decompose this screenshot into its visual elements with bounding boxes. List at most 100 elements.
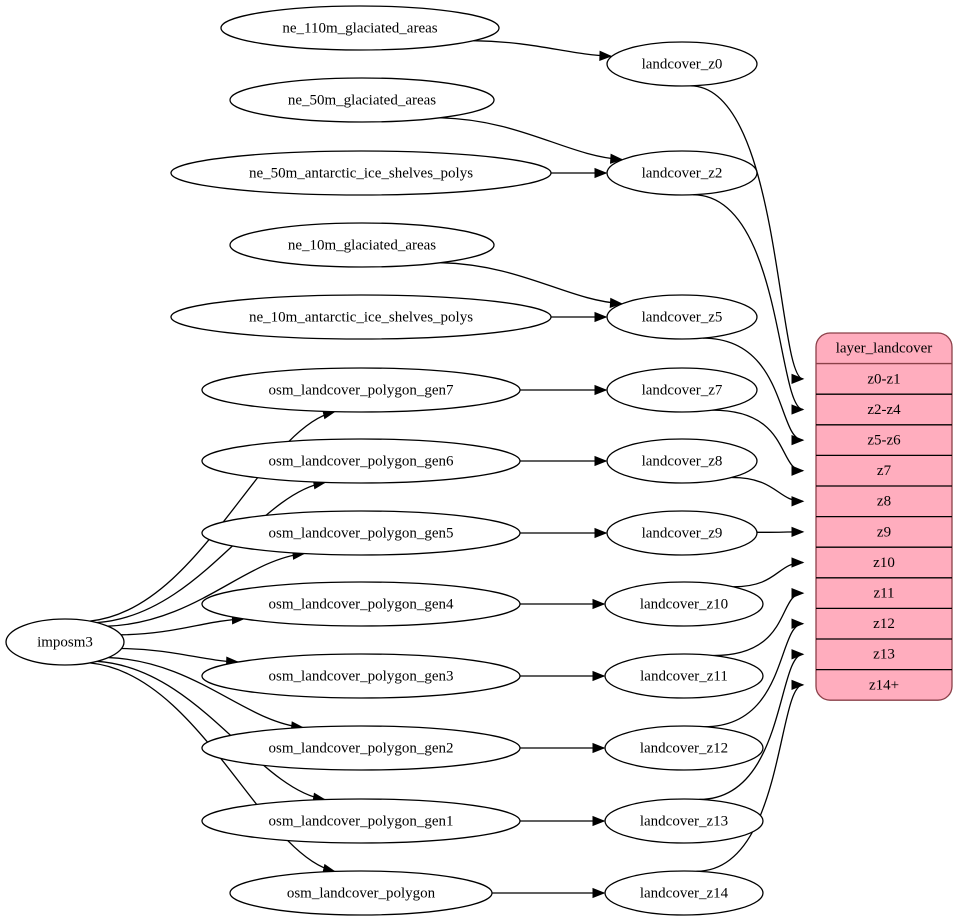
- node-label: osm_landcover_polygon_gen2: [269, 740, 454, 756]
- table-row-z2-z4[interactable]: z2-z4: [867, 402, 901, 418]
- edge-imposm3-to-osm_landcover_polygon_gen7: [89, 411, 335, 622]
- edge-ne_50m_glaciated_areas-to-landcover_z2: [439, 117, 622, 161]
- table-row-z11[interactable]: z11: [873, 586, 894, 602]
- node-imposm3[interactable]: imposm3: [5, 618, 125, 666]
- node-ne_10m_glaciated_areas[interactable]: ne_10m_glaciated_areas: [229, 222, 495, 268]
- node-label: landcover_z11: [640, 668, 728, 684]
- node-osm_landcover_polygon_gen7[interactable]: osm_landcover_polygon_gen7: [201, 367, 521, 413]
- edge-landcover_z12-to-z12: [704, 623, 804, 728]
- edge-arrowhead: [594, 384, 608, 396]
- edge-imposm3-to-osm_landcover_polygon_gen6: [96, 481, 326, 624]
- edge-arrowhead: [592, 742, 606, 754]
- edge-arrowhead: [791, 465, 805, 476]
- table-row-z7[interactable]: z7: [877, 463, 892, 479]
- table-row-z5-z6[interactable]: z5-z6: [867, 433, 901, 449]
- node-ne_10m_antarctic_ice_shelves_polys[interactable]: ne_10m_antarctic_ice_shelves_polys: [170, 294, 552, 340]
- node-landcover_z2[interactable]: landcover_z2: [606, 150, 758, 196]
- edge-arrowhead: [610, 153, 624, 164]
- edge-imposm3-to-osm_landcover_polygon: [89, 662, 335, 873]
- table-layer_landcover[interactable]: layer_landcover z0-z1 z2-z4 z5-z6 z7 z8 z9 z10 z…: [815, 332, 953, 701]
- node-label: landcover_z10: [640, 596, 728, 612]
- table-row-label: z8: [877, 494, 891, 510]
- table-row-label: z9: [877, 524, 891, 540]
- edge-arrowhead: [791, 373, 805, 385]
- edge-landcover_z13-to-z13: [699, 653, 804, 801]
- node-landcover_z7[interactable]: landcover_z7: [606, 367, 758, 413]
- edge-arrowhead: [594, 311, 608, 323]
- node-label: landcover_z5: [642, 309, 723, 325]
- edge-arrowhead: [609, 297, 623, 309]
- node-ne_110m_glaciated_areas[interactable]: ne_110m_glaciated_areas: [220, 5, 500, 51]
- node-label: landcover_z0: [642, 56, 723, 72]
- edge-imposm3-to-osm_landcover_polygon_gen1: [96, 660, 325, 801]
- node-ne_50m_antarctic_ice_shelves_polys[interactable]: ne_50m_antarctic_ice_shelves_polys: [170, 150, 552, 196]
- node-label: osm_landcover_polygon_gen6: [269, 453, 454, 469]
- node-landcover_z11[interactable]: landcover_z11: [604, 653, 764, 699]
- node-osm_landcover_polygon_gen2[interactable]: osm_landcover_polygon_gen2: [201, 725, 521, 771]
- node-osm_landcover_polygon_gen5[interactable]: osm_landcover_polygon_gen5: [201, 510, 521, 556]
- node-label: ne_110m_glaciated_areas: [282, 20, 437, 36]
- node-osm_landcover_polygon_gen4[interactable]: osm_landcover_polygon_gen4: [201, 581, 521, 627]
- edge-layer: [89, 40, 805, 899]
- edge-arrowhead: [791, 587, 805, 599]
- node-label: landcover_z7: [642, 382, 723, 398]
- table-row-label: z12: [873, 616, 895, 632]
- edge-landcover_z5-to-z5-z6: [702, 337, 804, 441]
- table-header-label: layer_landcover: [836, 341, 933, 357]
- node-label: landcover_z2: [642, 165, 723, 181]
- node-osm_landcover_polygon_gen1[interactable]: osm_landcover_polygon_gen1: [201, 798, 521, 844]
- node-osm_landcover_polygon[interactable]: osm_landcover_polygon: [229, 870, 493, 916]
- node-label: osm_landcover_polygon_gen5: [269, 525, 454, 541]
- table-row-label: z10: [873, 555, 895, 571]
- table-row-z10[interactable]: z10: [873, 555, 895, 571]
- node-label: ne_50m_antarctic_ice_shelves_polys: [249, 165, 473, 181]
- node-label: landcover_z13: [640, 813, 728, 829]
- node-osm_landcover_polygon_gen6[interactable]: osm_landcover_polygon_gen6: [201, 438, 521, 484]
- edge-arrowhead: [791, 526, 805, 538]
- node-label: imposm3: [37, 634, 93, 650]
- table-row-z8[interactable]: z8: [877, 494, 891, 510]
- node-landcover_z9[interactable]: landcover_z9: [606, 510, 758, 556]
- node-landcover_z14[interactable]: landcover_z14: [604, 870, 764, 916]
- node-landcover_z10[interactable]: landcover_z10: [604, 581, 764, 627]
- edge-landcover_z2-to-z2-z4: [693, 194, 804, 411]
- node-landcover_z13[interactable]: landcover_z13: [604, 798, 764, 844]
- node-ne_50m_glaciated_areas[interactable]: ne_50m_glaciated_areas: [229, 77, 495, 123]
- edge-arrowhead: [594, 167, 608, 179]
- table-row-label: z13: [873, 647, 895, 663]
- table-row-label: z2-z4: [867, 402, 901, 418]
- edge-arrowhead: [791, 434, 805, 446]
- edge-arrowhead: [592, 598, 606, 610]
- edge-arrowhead: [592, 815, 606, 827]
- node-landcover_z5[interactable]: landcover_z5: [606, 294, 758, 340]
- node-label: osm_landcover_polygon_gen4: [269, 596, 454, 612]
- table-row-z0-z1[interactable]: z0-z1: [867, 371, 900, 387]
- edge-arrowhead: [791, 496, 805, 507]
- table-row-z9[interactable]: z9: [877, 524, 891, 540]
- node-label: osm_landcover_polygon_gen3: [269, 668, 454, 684]
- table-row-label: z0-z1: [867, 371, 900, 387]
- edge-landcover_z0-to-z0-z1: [690, 85, 804, 380]
- table-row-z13[interactable]: z13: [873, 647, 895, 663]
- table-row-label: z7: [877, 463, 892, 479]
- node-label: landcover_z8: [642, 453, 723, 469]
- node-landcover_z12[interactable]: landcover_z12: [604, 725, 764, 771]
- edge-arrowhead: [594, 527, 608, 539]
- edge-arrowhead: [594, 455, 608, 467]
- node-landcover_z0[interactable]: landcover_z0: [606, 41, 758, 87]
- edge-arrowhead: [592, 670, 606, 682]
- node-layer: imposm3 ne_110m_glaciated_areas ne_50m_gla…: [5, 5, 764, 916]
- node-landcover_z8[interactable]: landcover_z8: [606, 438, 758, 484]
- table-layer: layer_landcover z0-z1 z2-z4 z5-z6 z7 z8 z9 z10 z…: [815, 332, 953, 701]
- edge-arrowhead: [592, 887, 606, 899]
- node-osm_landcover_polygon_gen3[interactable]: osm_landcover_polygon_gen3: [201, 653, 521, 699]
- table-row-z14+[interactable]: z14+: [869, 677, 899, 693]
- table-row-z12[interactable]: z12: [873, 616, 895, 632]
- edge-imposm3-to-osm_landcover_polygon_gen2: [108, 656, 303, 729]
- node-label: ne_10m_glaciated_areas: [288, 237, 436, 253]
- edge-arrowhead: [791, 404, 805, 415]
- node-label: landcover_z14: [640, 885, 729, 901]
- edge-ne_10m_glaciated_areas-to-landcover_z5: [440, 262, 622, 305]
- edge-arrowhead: [791, 618, 805, 629]
